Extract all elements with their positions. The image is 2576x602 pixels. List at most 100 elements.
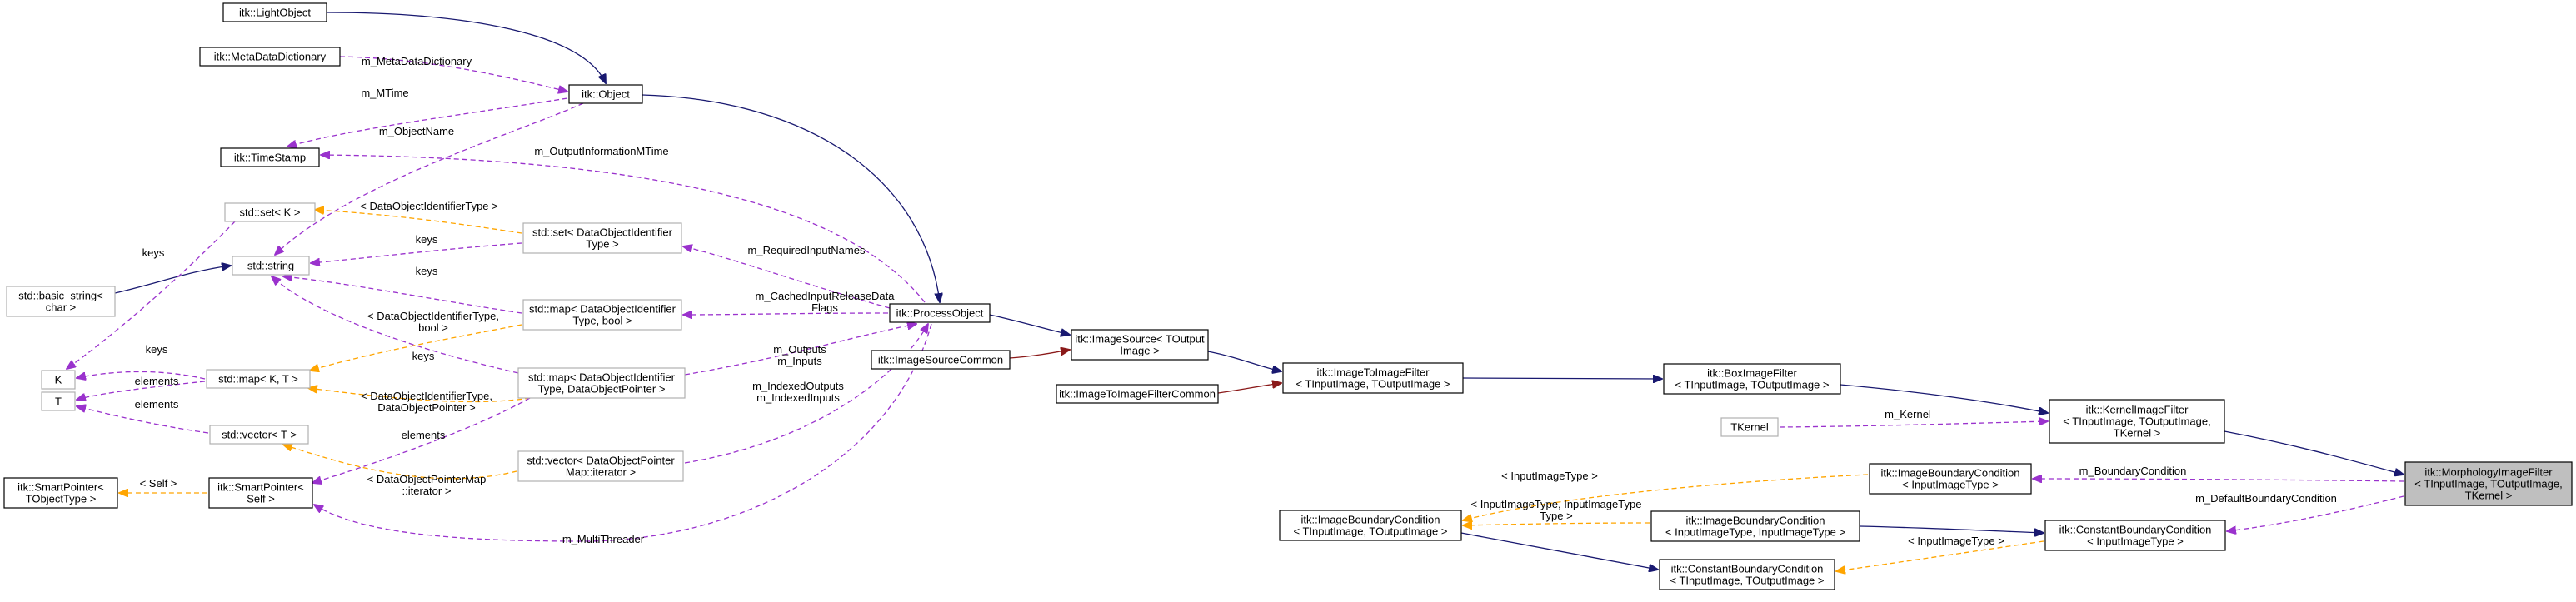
node-timestamp[interactable]: itk::TimeStamp <box>220 147 320 167</box>
edge-line <box>683 246 891 309</box>
edge-line <box>326 12 606 83</box>
node-constantboundaryconditionTT[interactable]: itk::ConstantBoundaryCondition< TInputIm… <box>1659 559 1835 590</box>
node-stdvectorDOPM[interactable]: std::vector< DataObjectPointerMap::itera… <box>517 450 684 482</box>
node-imagesourcecommon[interactable]: itk::ImageSourceCommon <box>871 350 1011 370</box>
node-basicstring[interactable]: std::basic_string<char > <box>6 286 116 317</box>
node-box <box>871 350 1011 370</box>
node-box <box>2044 520 2226 551</box>
edge-line <box>642 94 940 302</box>
node-label: itk::ImageBoundaryCondition <box>1881 467 2020 480</box>
node-label: itk::ConstantBoundaryCondition <box>2059 524 2212 536</box>
node-imagetoimagefiltercommon[interactable]: itk::ImageToImageFilterCommon <box>1056 384 1219 404</box>
edge-line <box>321 155 926 303</box>
node-label: itk::ProcessObject <box>896 307 984 320</box>
node-constantboundaryconditionIIT[interactable]: itk::ConstantBoundaryCondition< InputIma… <box>2044 520 2226 551</box>
edge-label: < DataObjectPointerMap <box>367 473 487 485</box>
node-box <box>2404 461 2573 506</box>
node-label: < InputImageType > <box>2087 535 2184 548</box>
node-box <box>224 202 316 222</box>
node-object[interactable]: itk::Object <box>568 84 643 104</box>
node-imageboundaryconditionIIT2[interactable]: itk::ImageBoundaryCondition< InputImageT… <box>1650 510 1860 542</box>
edge-stdmapKT-stdmapbool: < DataObjectIdentifierType,bool > <box>310 310 522 371</box>
node-label: Type, bool > <box>572 315 632 327</box>
edge-label: bool > <box>418 321 448 334</box>
node-label: Image > <box>1120 345 1159 357</box>
edge-line <box>272 276 519 374</box>
edge-ibcIIT-morphology: m_BoundaryCondition <box>2033 465 2404 481</box>
edge-label: < InputImageType > <box>1908 535 2004 547</box>
edge-T-stdmapKT: elements <box>77 375 206 400</box>
edge-line <box>275 102 584 255</box>
edge-label: < DataObjectIdentifierType, <box>367 310 499 322</box>
edge-label: ::iterator > <box>402 485 452 497</box>
node-stdstring[interactable]: std::string <box>232 256 310 276</box>
edge-line <box>2227 495 2404 531</box>
edge-label: m_IndexedOutputs <box>752 380 844 392</box>
node-stdvectorT[interactable]: std::vector< T > <box>209 425 309 445</box>
node-lightobject[interactable]: itk::LightObject <box>222 2 327 22</box>
node-box <box>889 303 991 323</box>
edge-K-stdmapKT: keys <box>77 343 206 379</box>
edge-line <box>77 406 209 434</box>
node-boximagefilter[interactable]: itk::BoxImageFilter< TInputImage, TOutpu… <box>1663 363 1841 395</box>
node-T[interactable]: T <box>41 391 76 411</box>
node-box <box>222 2 327 22</box>
node-label: TKernel > <box>2114 427 2161 440</box>
edge-label: elements <box>402 429 446 441</box>
node-label: < TInputImage, TOutputImage > <box>1675 379 1829 391</box>
edge-label: < InputImageType > <box>1501 470 1598 482</box>
node-tkernel[interactable]: TKernel <box>1720 417 1779 437</box>
node-label: std::map< DataObjectIdentifier <box>529 303 676 316</box>
node-label: < TInputImage, TOutputImage > <box>1295 378 1450 391</box>
node-smartpointerTObj[interactable]: itk::SmartPointer<TObjectType > <box>3 477 118 509</box>
node-label: Type > <box>586 238 618 251</box>
node-metadatadictionary[interactable]: itk::MetaDataDictionary <box>199 47 341 67</box>
node-label: < TInputImage, TOutputImage > <box>1670 575 1824 587</box>
edge-line <box>1207 351 1281 371</box>
edge-timestamp-processobject: m_OutputInformationMTime <box>321 145 926 303</box>
node-box <box>232 256 310 276</box>
node-stdsetK[interactable]: std::set< K > <box>224 202 316 222</box>
node-imageboundaryconditionIIT[interactable]: itk::ImageBoundaryCondition< InputImageT… <box>1869 463 2032 495</box>
edge-label: < Self > <box>140 477 177 490</box>
edge-line <box>312 397 531 483</box>
nodes-layer: itk::LightObjectitk::MetaDataDictionaryi… <box>3 2 2573 590</box>
node-label: Self > <box>247 493 275 505</box>
node-box <box>1071 329 1209 361</box>
node-imagesource[interactable]: itk::ImageSource< TOutputImage > <box>1071 329 1209 361</box>
node-box <box>522 299 682 331</box>
node-box <box>1282 362 1464 394</box>
node-stdmapbool[interactable]: std::map< DataObjectIdentifierType, bool… <box>522 299 682 331</box>
edge-label: Flags <box>811 301 838 314</box>
edge-label: m_MetaDataDictionary <box>362 55 472 67</box>
edge-line <box>1217 383 1281 394</box>
node-label: itk::SmartPointer< <box>217 481 304 494</box>
node-label: itk::ImageBoundaryCondition <box>1301 514 1440 526</box>
node-box <box>2049 399 2225 444</box>
node-processobject[interactable]: itk::ProcessObject <box>889 303 991 323</box>
edge-label: keys <box>416 265 438 277</box>
node-K[interactable]: K <box>41 370 76 390</box>
node-label: itk::LightObject <box>239 7 311 19</box>
node-morphology[interactable]: itk::MorphologyImageFilter< TInputImage,… <box>2404 461 2573 506</box>
node-box <box>1279 510 1462 541</box>
node-imageboundaryconditionTT[interactable]: itk::ImageBoundaryCondition< TInputImage… <box>1279 510 1462 541</box>
edge-tkernel-kernelimagefilter: m_Kernel <box>1779 408 2048 428</box>
edge-line <box>314 323 932 542</box>
node-label: char > <box>46 301 77 314</box>
node-stdsetDOIT[interactable]: std::set< DataObjectIdentifierType > <box>522 222 682 254</box>
node-label: itk::ImageSource< TOutput <box>1075 333 1205 346</box>
edge-ibcTT-ibcIIT: < InputImageType > <box>1463 470 1869 520</box>
edge-K-stdsetK: keys <box>67 221 236 369</box>
node-label: std::basic_string< <box>18 290 103 302</box>
node-kernelimagefilter[interactable]: itk::KernelImageFilter< TInputImage, TOu… <box>2049 399 2225 444</box>
node-box <box>1663 363 1841 395</box>
node-stdmapKT[interactable]: std::map< K, T > <box>206 369 311 389</box>
node-smartpointerSelf[interactable]: itk::SmartPointer<Self > <box>208 477 313 509</box>
node-stdmapDOP[interactable]: std::map< DataObjectIdentifierType, Data… <box>517 367 686 399</box>
node-imagetoimagefilter[interactable]: itk::ImageToImageFilter< TInputImage, TO… <box>1282 362 1464 394</box>
edge-label: m_ObjectName <box>379 125 454 137</box>
edge-label: keys <box>412 350 435 362</box>
